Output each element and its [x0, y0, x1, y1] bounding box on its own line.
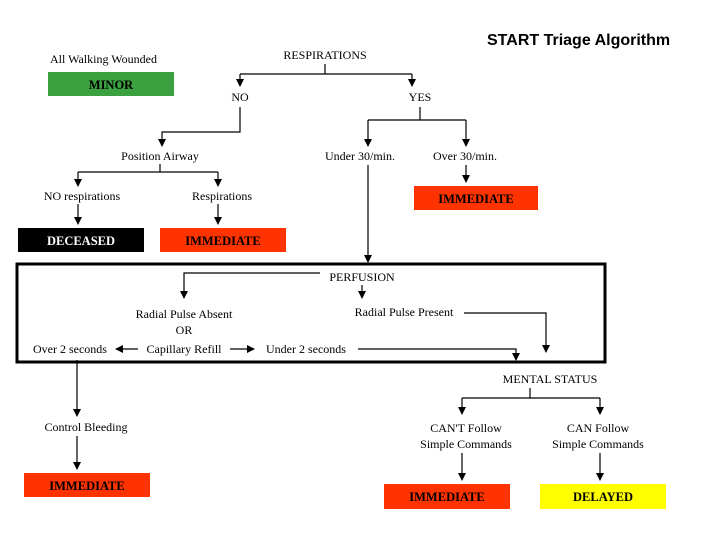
box-delayed — [540, 484, 666, 509]
label-control-bleeding: Control Bleeding — [45, 420, 128, 434]
label-walking-wounded: All Walking Wounded — [50, 52, 157, 66]
label-perfusion: PERFUSION — [329, 270, 395, 284]
label-cant-follow-2: Simple Commands — [420, 437, 512, 451]
label-immediate-bleeding: IMMEDIATE — [49, 479, 124, 493]
label-immediate-over30: IMMEDIATE — [438, 192, 513, 206]
label-cant-follow-1: CAN'T Follow — [430, 421, 502, 435]
label-immediate-airway: IMMEDIATE — [185, 234, 260, 248]
label-respirations: RESPIRATIONS — [283, 48, 366, 62]
label-cap-refill: Capillary Refill — [147, 342, 223, 356]
box-immediate-over30 — [414, 186, 538, 210]
label-radial-absent: Radial Pulse Absent — [136, 307, 233, 321]
label-mental-status: MENTAL STATUS — [503, 372, 598, 386]
label-under-2: Under 2 seconds — [266, 342, 346, 356]
label-radial-present: Radial Pulse Present — [355, 305, 454, 319]
label-no-respirations: NO respirations — [44, 189, 121, 203]
box-immediate-airway — [160, 228, 286, 252]
arrow-perfusion-to-absent — [180, 272, 320, 299]
perfusion-frame — [15, 262, 607, 364]
label-no: NO — [231, 90, 249, 104]
arrow-present-to-mental — [464, 312, 550, 353]
label-under-30: Under 30/min. — [325, 149, 395, 163]
label-minor: MINOR — [89, 78, 134, 92]
label-immediate-mental: IMMEDIATE — [409, 490, 484, 504]
label-or: OR — [176, 323, 193, 337]
label-over-2: Over 2 seconds — [33, 342, 107, 356]
box-immediate-bleeding — [24, 473, 150, 497]
diagram-title: START Triage Algorithm — [487, 32, 670, 49]
label-can-follow-1: CAN Follow — [567, 421, 630, 435]
label-deceased: DECEASED — [47, 234, 115, 248]
box-immediate-mental — [384, 484, 510, 509]
label-delayed: DELAYED — [573, 490, 633, 504]
label-can-follow-2: Simple Commands — [552, 437, 644, 451]
label-position-airway: Position Airway — [121, 149, 199, 163]
box-minor — [48, 72, 174, 96]
label-over-30: Over 30/min. — [433, 149, 497, 163]
arrow-under-2-to-mental — [358, 348, 520, 361]
label-respirations-after: Respirations — [192, 189, 252, 203]
label-yes: YES — [409, 90, 432, 104]
arrow-to-position-airway — [158, 107, 241, 147]
box-deceased — [18, 228, 144, 252]
